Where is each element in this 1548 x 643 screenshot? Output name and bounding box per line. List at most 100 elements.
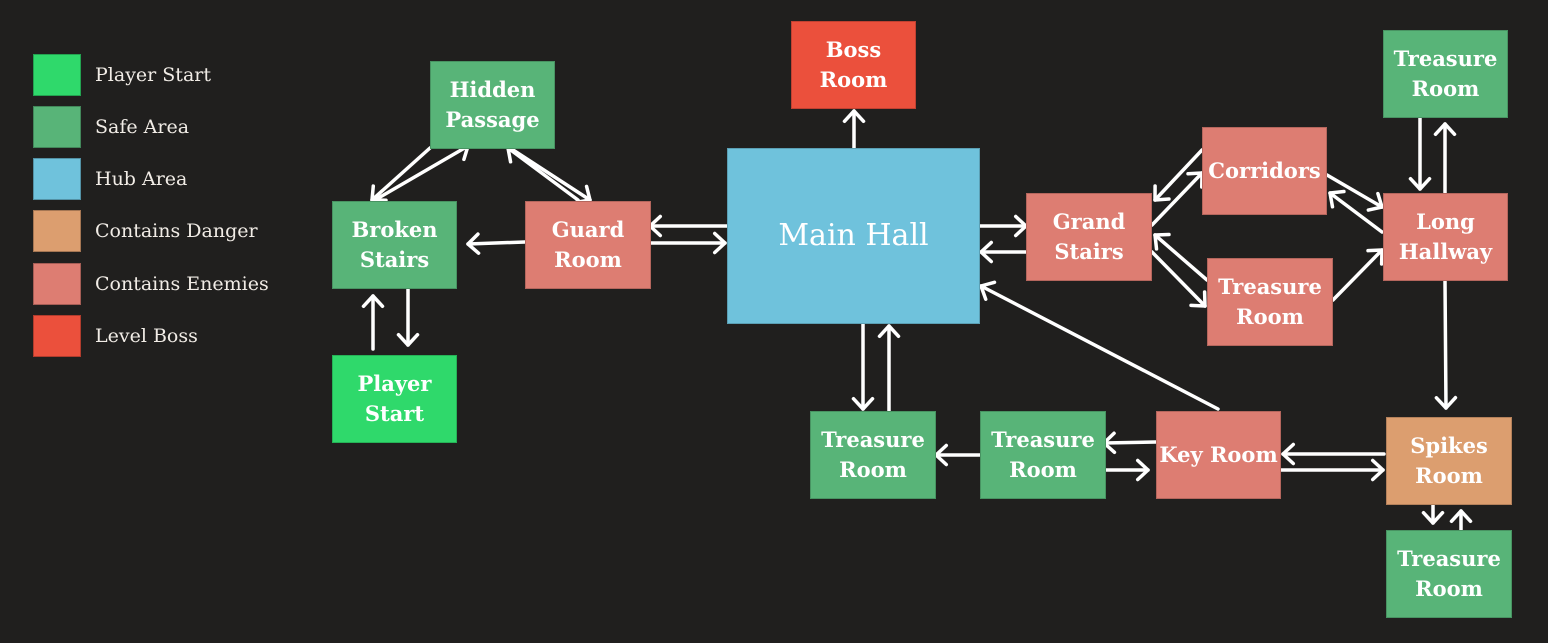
connection-line [508, 146, 592, 202]
legend-item-level-boss: Level Boss [33, 315, 198, 357]
arrowhead-icon [979, 240, 994, 264]
connection-treasure-room-mid-to-grand-stairs [1153, 232, 1209, 282]
connection-treasure-room-bottom-mid-to-treasure-room-bottom-left [934, 443, 982, 467]
connection-key-room-to-main-hall [979, 280, 1220, 411]
arrowhead-icon [1135, 458, 1150, 482]
arrowhead-icon [979, 280, 997, 301]
legend-swatch [33, 210, 81, 252]
connection-treasure-room-mid-to-long-hallway [1331, 248, 1384, 302]
legend-item-player-start: Player Start [33, 54, 211, 96]
connection-player-start-to-broken-stairs [361, 294, 385, 351]
connection-line [1328, 191, 1384, 234]
connection-treasure-room-top-to-long-hallway [1408, 116, 1432, 191]
connection-grand-stairs-to-main-hall [979, 240, 1028, 264]
arrowhead-icon [877, 324, 901, 339]
connection-long-hallway-to-treasure-room-top [1433, 122, 1457, 195]
legend-swatch [33, 54, 81, 96]
arrowhead-icon [1408, 176, 1432, 191]
arrowhead-icon [1421, 510, 1445, 525]
connection-line [1150, 171, 1204, 227]
connection-treasure-room-bottom-right-to-spikes-room [1449, 509, 1473, 532]
room-spikes-room[interactable]: Spikes Room [1386, 417, 1512, 505]
connection-line [1153, 148, 1204, 202]
room-hidden-passage[interactable]: Hidden Passage [430, 61, 555, 149]
connection-treasure-room-bottom-mid-to-key-room [1104, 458, 1150, 482]
legend-item-contains-danger: Contains Danger [33, 210, 258, 252]
connection-line [1102, 440, 1158, 445]
connection-treasure-room-bottom-left-to-main-hall [877, 324, 901, 413]
legend-item-hub-area: Hub Area [33, 158, 187, 200]
room-treasure-room-bottom-mid[interactable]: Treasure Room [980, 411, 1106, 499]
connection-main-hall-to-grand-stairs [978, 214, 1028, 238]
arrowhead-icon [1153, 184, 1171, 202]
arrowhead-icon [1153, 232, 1171, 251]
connection-line [1443, 279, 1448, 410]
connection-long-hallway-to-spikes-room [1434, 279, 1458, 410]
arrowhead-icon [1370, 458, 1385, 482]
room-treasure-room-bottom-right[interactable]: Treasure Room [1386, 530, 1512, 618]
legend-swatch [33, 263, 81, 305]
room-treasure-room-bottom-left[interactable]: Treasure Room [810, 411, 936, 499]
arrowhead-icon [712, 231, 727, 255]
legend-item-safe-area: Safe Area [33, 106, 189, 148]
arrowhead-icon [466, 232, 481, 255]
legend-label: Safe Area [95, 116, 190, 138]
room-boss-room[interactable]: Boss Room [791, 21, 916, 109]
room-grand-stairs[interactable]: Grand Stairs [1026, 193, 1152, 281]
legend-label: Contains Danger [95, 220, 258, 242]
room-long-hallway[interactable]: Long Hallway [1383, 193, 1508, 281]
connection-hidden-passage-to-broken-stairs [370, 146, 432, 202]
connection-line [370, 146, 432, 202]
arrowhead-icon [851, 396, 875, 411]
legend-swatch [33, 106, 81, 148]
legend-swatch [33, 158, 81, 200]
connection-long-hallway-to-corridors [1328, 189, 1384, 234]
connection-line [979, 284, 1220, 411]
arrowhead-icon [361, 294, 385, 309]
legend-item-contains-enemies: Contains Enemies [33, 263, 269, 305]
connection-spikes-room-to-key-room [1281, 442, 1386, 466]
arrowhead-icon [1366, 191, 1384, 212]
arrowhead-icon [1434, 395, 1458, 410]
connection-spikes-room-to-treasure-room-bottom-right [1421, 503, 1445, 525]
arrowhead-icon [1328, 189, 1346, 209]
room-corridors[interactable]: Corridors [1202, 127, 1327, 215]
connection-main-hall-to-boss-room [842, 109, 866, 150]
connection-guard-room-to-hidden-passage [506, 144, 580, 202]
connection-broken-stairs-to-hidden-passage [373, 141, 470, 202]
room-main-hall[interactable]: Main Hall [727, 148, 980, 324]
connection-line [466, 240, 527, 246]
arrowhead-icon [370, 184, 388, 202]
connection-key-room-to-spikes-room [1279, 458, 1385, 482]
arrowhead-icon [1433, 122, 1457, 137]
arrowhead-icon [1281, 442, 1296, 466]
connection-main-hall-to-treasure-room-bottom-left [851, 322, 875, 411]
legend-label: Hub Area [95, 168, 188, 190]
connection-line [1331, 248, 1384, 302]
connection-guard-room-to-main-hall [649, 231, 727, 255]
legend-swatch [33, 315, 81, 357]
arrowhead-icon [1366, 248, 1384, 266]
arrowhead-icon [396, 332, 420, 347]
connection-hidden-passage-to-guard-room [508, 146, 592, 205]
connection-grand-stairs-to-treasure-room-mid [1150, 250, 1207, 308]
room-guard-room[interactable]: Guard Room [525, 201, 651, 289]
room-key-room[interactable]: Key Room [1156, 411, 1281, 499]
connection-corridors-to-grand-stairs [1153, 148, 1204, 202]
connection-line [1153, 233, 1209, 282]
connection-broken-stairs-to-player-start [396, 287, 420, 347]
arrowhead-icon [934, 443, 949, 467]
legend-label: Player Start [95, 64, 211, 86]
room-treasure-room-mid[interactable]: Treasure Room [1207, 258, 1333, 346]
connection-line [506, 146, 580, 202]
connection-corridors-to-long-hallway [1325, 173, 1384, 212]
arrowhead-icon [1189, 290, 1207, 308]
connection-line [373, 144, 470, 202]
connection-key-room-to-treasure-room-bottom-mid [1102, 431, 1158, 455]
room-player-start[interactable]: Player Start [332, 355, 457, 443]
room-treasure-room-top[interactable]: Treasure Room [1383, 30, 1508, 118]
legend-label: Contains Enemies [95, 273, 269, 295]
room-broken-stairs[interactable]: Broken Stairs [332, 201, 457, 289]
connection-line [1325, 173, 1384, 209]
arrowhead-icon [1449, 509, 1473, 524]
